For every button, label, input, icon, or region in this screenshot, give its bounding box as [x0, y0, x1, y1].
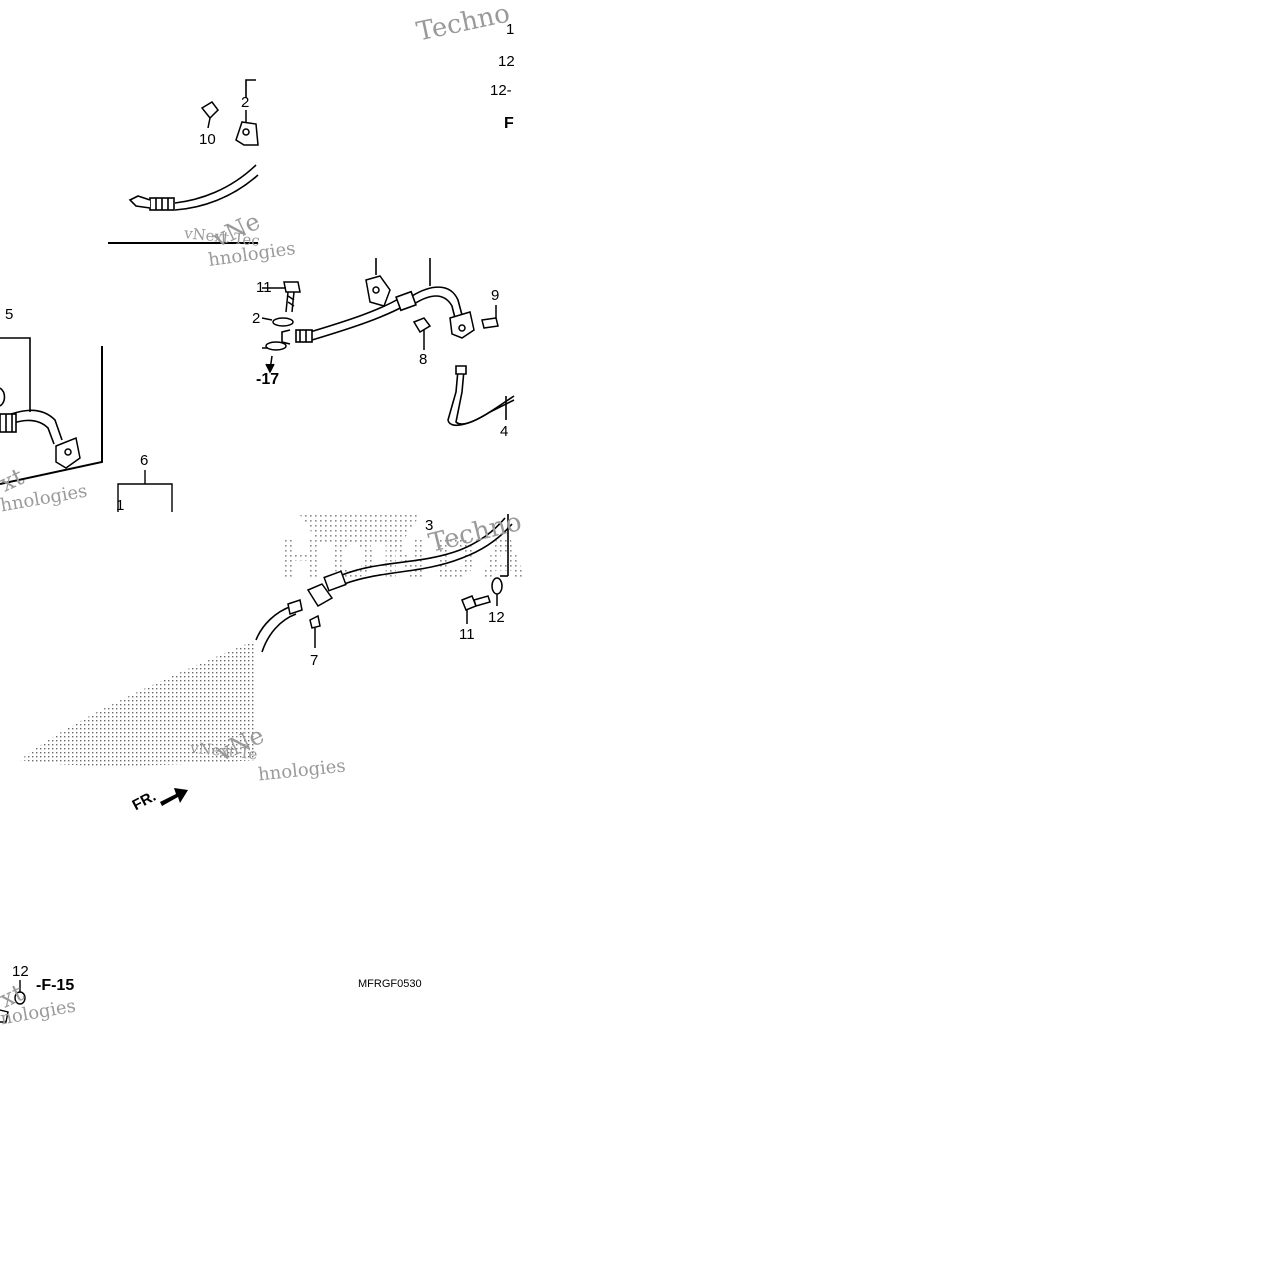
- callout-ref-2: 2: [252, 310, 261, 327]
- callout-6: 6: [140, 452, 149, 469]
- callout-9: 9: [491, 287, 500, 304]
- banjo-bolt-11: [261, 281, 301, 374]
- callout-1: 1: [506, 21, 515, 38]
- callout-4: 4: [500, 423, 509, 440]
- fr-arrow-icon: [160, 788, 188, 806]
- clamp-bracket-2: [235, 110, 259, 146]
- pipe-4: [447, 365, 515, 427]
- bolt-10: [200, 101, 219, 129]
- fitting-9: [449, 305, 499, 339]
- callout-12-lower: 12: [488, 609, 505, 626]
- bolt-7: [309, 614, 321, 648]
- hose-assembly-upper: [108, 79, 259, 244]
- hose-assembly-lower: [255, 514, 513, 653]
- fitting-bottom-left: [0, 980, 26, 1023]
- ref-label-17: -17: [256, 371, 280, 388]
- diagram-code: MFRGF0530: [358, 978, 422, 990]
- hose-assembly-middle: [281, 258, 463, 345]
- joint-fitting-3: [287, 570, 347, 615]
- callout-ref-1: 1: [116, 497, 125, 514]
- callout-12-dash: 12-: [490, 82, 512, 99]
- callout-bracket-6: [117, 470, 173, 512]
- callout-12: 12: [498, 53, 515, 70]
- callout-2: 2: [241, 94, 250, 111]
- fitting-left: [55, 436, 81, 469]
- clamp-middle: [365, 275, 391, 307]
- callout-7: 7: [310, 652, 319, 669]
- hose-assembly-left: [0, 337, 103, 485]
- callout-10: 10: [199, 131, 216, 148]
- callout-5: 5: [5, 306, 14, 323]
- callout-11: 11: [256, 279, 272, 296]
- bolt-8: [412, 317, 432, 350]
- callout-3: 3: [425, 517, 434, 534]
- ref-label-f: F: [504, 115, 514, 132]
- washer-12-lower: [491, 577, 503, 606]
- callout-8: 8: [419, 351, 428, 368]
- callout-11-lower: 11: [459, 626, 475, 643]
- ref-label-f15: -F-15: [36, 977, 75, 994]
- callout-12-bottom: 12: [12, 963, 29, 980]
- bolt-11-lower: [461, 595, 491, 624]
